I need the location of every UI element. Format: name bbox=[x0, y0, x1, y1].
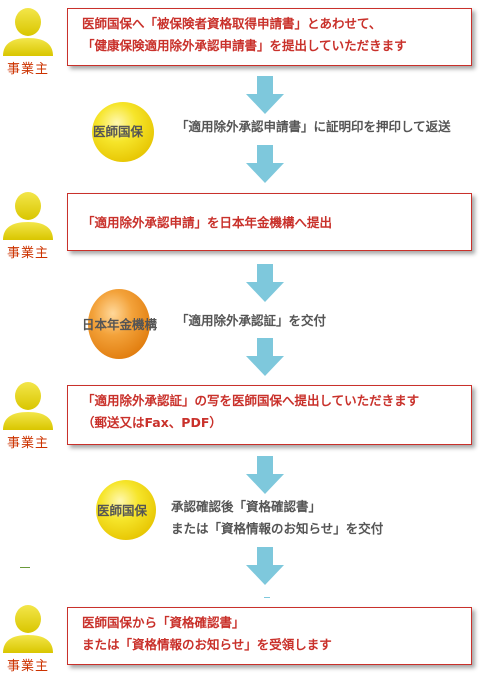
person-icon bbox=[3, 382, 53, 430]
step-note: 「適用除外承認証」を交付 bbox=[176, 310, 326, 332]
actor-employer-4: 事業主 bbox=[0, 603, 56, 674]
step-note: 「適用除外承認申請書」に証明印を押印して返送 bbox=[176, 116, 451, 138]
down-arrow-icon bbox=[246, 338, 284, 376]
actor-label: 事業主 bbox=[6, 246, 49, 261]
step-box-line: 医師国保から「資格確認書」 bbox=[82, 615, 245, 630]
person-icon bbox=[3, 605, 53, 653]
decorative-mark bbox=[20, 567, 30, 568]
step-box-1: 医師国保へ「被保険者資格取得申請書」とあわせて、 「健康保険適用除外承認申請書」… bbox=[67, 8, 472, 66]
actor-label: 事業主 bbox=[6, 659, 49, 674]
actor-label: 事業主 bbox=[6, 436, 49, 451]
down-arrow-icon bbox=[246, 145, 284, 183]
step-box-line: または「資格情報のお知らせ」を受領します bbox=[82, 637, 332, 652]
person-icon bbox=[3, 8, 53, 56]
step-note-line: 承認確認後「資格確認書」 bbox=[171, 499, 322, 514]
decorative-mark bbox=[264, 597, 270, 598]
step-note: 承認確認後「資格確認書」 または「資格情報のお知らせ」を交付 bbox=[171, 496, 383, 540]
step-box-3: 「適用除外承認証」の写を医師国保へ提出していただきます （郵送又はFax、PDF… bbox=[67, 385, 472, 445]
actor-employer-3: 事業主 bbox=[0, 380, 56, 451]
down-arrow-icon bbox=[246, 76, 284, 114]
down-arrow-icon bbox=[246, 547, 284, 585]
down-arrow-icon bbox=[246, 456, 284, 494]
actor-label: 事業主 bbox=[6, 62, 49, 77]
actor-employer-2: 事業主 bbox=[0, 190, 56, 261]
step-box-2: 「適用除外承認申請」を日本年金機構へ提出 bbox=[67, 193, 472, 251]
org-name: 日本年金機構 bbox=[82, 317, 158, 332]
ellipse-badge bbox=[92, 102, 154, 162]
step-note-line: 「適用除外承認証」を交付 bbox=[176, 313, 327, 328]
step-note-line: 「適用除外承認申請書」に証明印を押印して返送 bbox=[176, 119, 451, 134]
org-badge-nenkin bbox=[86, 287, 152, 361]
ellipse-badge bbox=[96, 480, 156, 540]
org-name: 医師国保 bbox=[93, 124, 144, 139]
actor-employer-1: 事業主 bbox=[0, 6, 56, 77]
ellipse-badge bbox=[88, 289, 150, 359]
step-box-line: 「適用除外承認証」の写を医師国保へ提出していただきます bbox=[82, 393, 420, 408]
org-badge-ishikokuho-1 bbox=[90, 100, 156, 164]
org-name: 医師国保 bbox=[97, 503, 148, 518]
org-badge-ishikokuho-2 bbox=[94, 478, 158, 542]
person-icon bbox=[3, 192, 53, 240]
step-box-4: 医師国保から「資格確認書」 または「資格情報のお知らせ」を受領します bbox=[67, 607, 472, 665]
step-box-line: （郵送又はFax、PDF） bbox=[82, 415, 222, 430]
down-arrow-icon bbox=[246, 264, 284, 302]
step-box-line: 「健康保険適用除外承認申請書」を提出していただきます bbox=[82, 38, 407, 53]
step-box-line: 医師国保へ「被保険者資格取得申請書」とあわせて、 bbox=[82, 16, 382, 31]
step-note-line: または「資格情報のお知らせ」を交付 bbox=[171, 521, 384, 536]
step-box-line: 「適用除外承認申請」を日本年金機構へ提出 bbox=[82, 215, 333, 230]
